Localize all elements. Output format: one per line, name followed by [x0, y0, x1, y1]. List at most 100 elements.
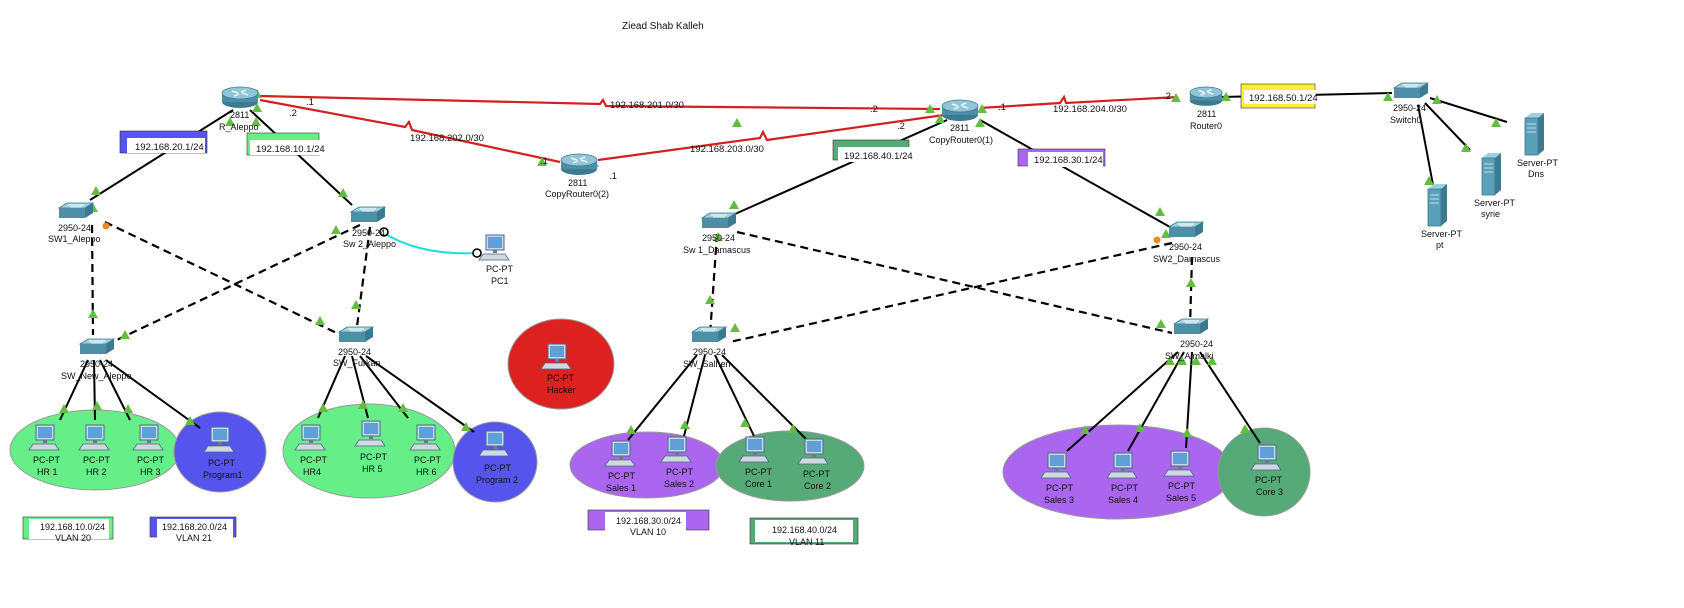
- pc-hr4[interactable]: PC-PT HR4: [294, 424, 328, 477]
- svg-text:2950-24: 2950-24: [1180, 339, 1213, 349]
- pc-sales4[interactable]: PC-PT Sales 4: [1106, 452, 1139, 505]
- switch-sw-new-aleppo[interactable]: 2950-24 SW_New_Aleppo: [61, 338, 132, 381]
- switch-switch0[interactable]: 2950-24 Switch0: [1390, 82, 1429, 125]
- pc-hacker[interactable]: PC-PT Hacker: [540, 343, 576, 395]
- port-label: .1: [540, 156, 548, 167]
- gateway-40: 192.168.40.1/24: [832, 139, 918, 162]
- switch-sw-salhen[interactable]: 2950-24 SW_Salhen: [683, 326, 731, 369]
- pc-hr6[interactable]: PC-PT HR 6: [409, 424, 442, 477]
- pc-hr1[interactable]: PC-PT HR 1: [28, 424, 61, 477]
- pc-core1[interactable]: PC-PT Core 1: [738, 436, 773, 489]
- link-202-label: 192.168.202.0/30: [410, 133, 484, 144]
- svg-text:2950-24: 2950-24: [352, 228, 385, 238]
- svg-text:Program1: Program1: [203, 470, 243, 480]
- svg-text:SW_Almalki: SW_Almalki: [1165, 351, 1214, 361]
- svg-text:Core 2: Core 2: [804, 481, 831, 491]
- switch-sw1-aleppo[interactable]: 2950-24 SW1_Aleppo: [48, 202, 101, 244]
- router-r-aleppo[interactable]: 2811 R_Aleppo: [219, 86, 259, 132]
- svg-text:Sales 2: Sales 2: [664, 479, 694, 489]
- svg-text:CopyRouter0(2): CopyRouter0(2): [545, 189, 609, 199]
- svg-text:2811: 2811: [568, 178, 587, 188]
- router-copy1[interactable]: 2811 CopyRouter0(1): [929, 99, 993, 145]
- pc-core2[interactable]: PC-PT Core 2: [797, 438, 831, 491]
- pc-sales1[interactable]: PC-PT Sales 1: [604, 440, 636, 493]
- svg-text:HR 3: HR 3: [140, 467, 161, 477]
- vlan-20-box: 192.168.10.0/24 VLAN 20: [22, 516, 114, 543]
- svg-text:VLAN 20: VLAN 20: [55, 533, 91, 543]
- svg-text:Sales 1: Sales 1: [606, 483, 636, 493]
- svg-text:PC-PT: PC-PT: [83, 455, 111, 465]
- server-pt[interactable]: Server-PT pt: [1421, 183, 1463, 250]
- svg-text:PC-PT: PC-PT: [486, 264, 514, 274]
- svg-text:2950-24: 2950-24: [80, 359, 113, 369]
- svg-text:PC-PT: PC-PT: [1168, 481, 1196, 491]
- svg-text:PC-PT: PC-PT: [1111, 483, 1139, 493]
- svg-text:VLAN 21: VLAN 21: [176, 533, 212, 543]
- svg-text:Server-PT: Server-PT: [1517, 158, 1559, 168]
- zone-sales-damascus: [569, 431, 725, 499]
- pc-core3[interactable]: PC-PT Core 3: [1250, 444, 1283, 497]
- switch-sw2-aleppo[interactable]: 2950-24 Sw 2_Aleppo: [343, 206, 396, 249]
- switch-sw-almalki[interactable]: 2950-24 SW_Almalki: [1165, 318, 1214, 361]
- vlan-10-box: 192.168.30.0/24 VLAN 10: [587, 509, 710, 537]
- link-indicators-orange: [102, 222, 1161, 244]
- port-label: .1: [306, 97, 314, 108]
- link-203: [597, 113, 945, 162]
- svg-text:PC-PT: PC-PT: [1046, 483, 1074, 493]
- port-label: .2: [1163, 91, 1171, 102]
- port-indicator: [379, 227, 389, 237]
- svg-text:2950-24: 2950-24: [1393, 103, 1426, 113]
- zone-core-damascus: [715, 430, 865, 502]
- svg-text:syrie: syrie: [1481, 209, 1500, 219]
- pc-hr2[interactable]: PC-PT HR 2: [78, 424, 111, 477]
- svg-text:Sales 3: Sales 3: [1044, 495, 1074, 505]
- svg-text:192.168.50.1/24: 192.168.50.1/24: [1249, 93, 1318, 104]
- svg-text:PC-PT: PC-PT: [414, 455, 442, 465]
- svg-text:2950-24: 2950-24: [58, 223, 91, 233]
- svg-text:192.168.40.1/24: 192.168.40.1/24: [844, 151, 913, 162]
- pc1-link: [381, 231, 479, 255]
- pc-program1[interactable]: PC-PT Program1: [203, 426, 243, 480]
- page-title: Ziead Shab Kalleh: [622, 21, 704, 32]
- svg-text:PC-PT: PC-PT: [1255, 475, 1283, 485]
- svg-text:192.168.30.1/24: 192.168.30.1/24: [1034, 155, 1103, 166]
- switch-sw1-damascus[interactable]: 2950-24 Sw 1_Damascus: [683, 212, 751, 255]
- switch-sw2-damascus[interactable]: 2950-24 SW2_Damascus: [1153, 221, 1221, 264]
- svg-text:CopyRouter0(1): CopyRouter0(1): [929, 135, 993, 145]
- pc-sales5[interactable]: PC-PT Sales 5: [1163, 450, 1196, 503]
- svg-text:Sw 2_Aleppo: Sw 2_Aleppo: [343, 239, 396, 249]
- svg-text:HR4: HR4: [303, 467, 321, 477]
- pc-sales3[interactable]: PC-PT Sales 3: [1040, 452, 1074, 505]
- zone-program2: [452, 421, 538, 503]
- svg-text:Core 3: Core 3: [1256, 487, 1283, 497]
- svg-text:SW_Furkan: SW_Furkan: [333, 358, 381, 368]
- pc-hr3[interactable]: PC-PT HR 3: [132, 424, 165, 477]
- svg-text:2811: 2811: [230, 110, 249, 120]
- link-201-label: 192.168.201.0/30: [610, 100, 684, 111]
- svg-text:Switch0: Switch0: [1390, 115, 1422, 125]
- link-labels: 192.168.201.0/30 192.168.202.0/30 192.16…: [289, 91, 1171, 182]
- server-dns[interactable]: Server-PT Dns: [1517, 112, 1559, 179]
- svg-text:PC-PT: PC-PT: [666, 467, 694, 477]
- router-router0[interactable]: 2811 Router0: [1189, 86, 1223, 131]
- port-label: .2: [870, 104, 878, 115]
- server-syrie[interactable]: Server-PT syrie: [1474, 152, 1516, 219]
- pc-pc1[interactable]: PC-PT PC1: [478, 234, 514, 286]
- svg-text:Dns: Dns: [1528, 169, 1545, 179]
- svg-text:R_Aleppo: R_Aleppo: [219, 122, 259, 132]
- svg-text:192.168.10.1/24: 192.168.10.1/24: [256, 144, 325, 155]
- pc-hr5[interactable]: PC-PT HR 5: [354, 420, 388, 474]
- router-copy2[interactable]: 2811 CopyRouter0(2): [545, 153, 609, 199]
- port-label: .1: [998, 102, 1006, 113]
- svg-text:PC-PT: PC-PT: [208, 458, 236, 468]
- svg-text:192.168.20.0/24: 192.168.20.0/24: [162, 522, 227, 532]
- switch-sw-furkan[interactable]: 2950-24 SW_Furkan: [333, 326, 381, 368]
- svg-text:PC-PT: PC-PT: [137, 455, 165, 465]
- pc-program2[interactable]: PC-PT Program 2: [476, 430, 518, 485]
- svg-text:Server-PT: Server-PT: [1421, 229, 1463, 239]
- pc-sales2[interactable]: PC-PT Sales 2: [660, 436, 694, 489]
- port-label: .1: [609, 171, 617, 182]
- link-202: [259, 98, 561, 164]
- svg-text:Sales 5: Sales 5: [1166, 493, 1196, 503]
